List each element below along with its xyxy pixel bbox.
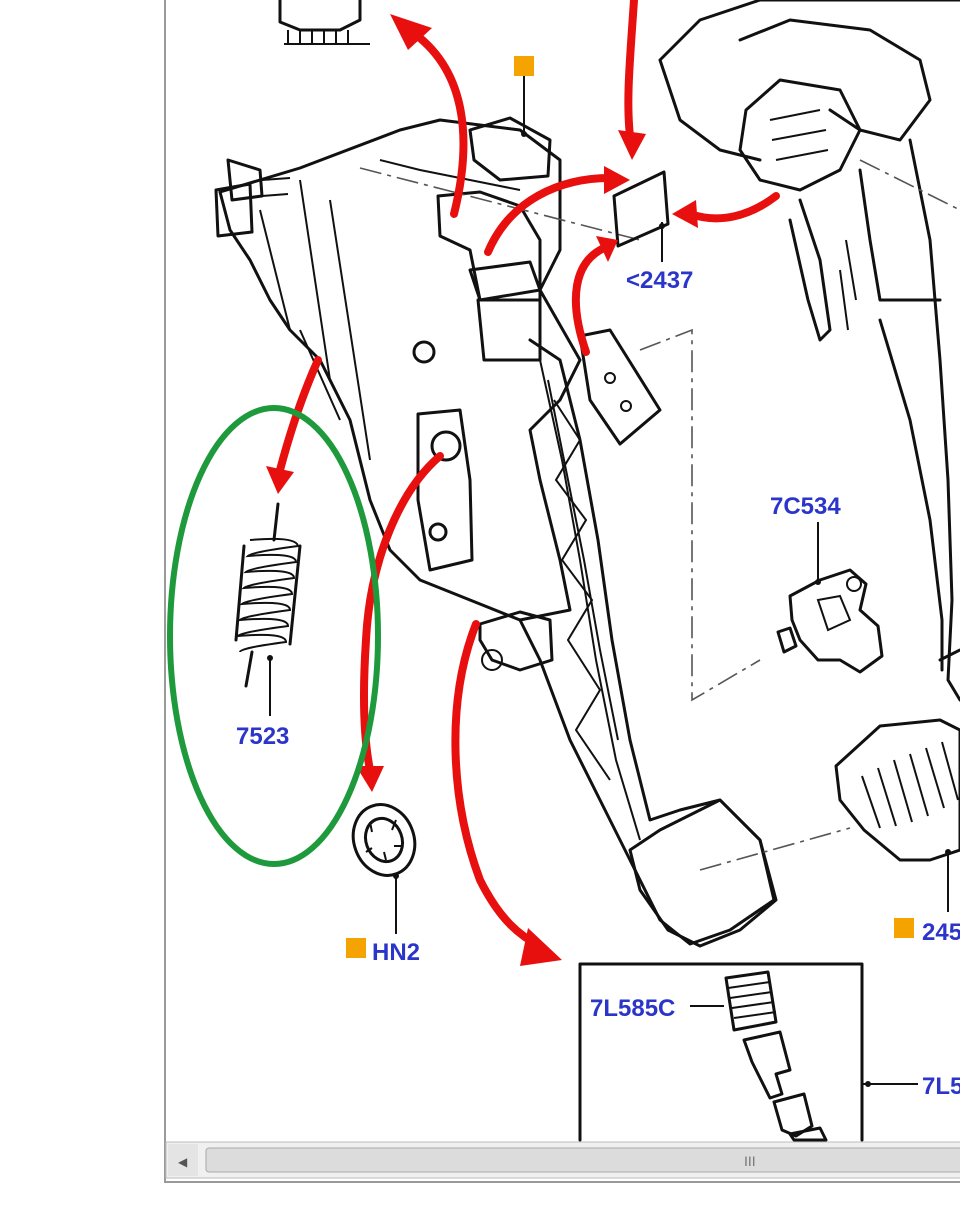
scrollbar-thumb[interactable] [205, 1147, 960, 1173]
arrow-to-reference [484, 174, 614, 256]
arrow-to-connector [416, 34, 468, 218]
inset-box [578, 962, 918, 1142]
arrow-from-plate [571, 244, 608, 356]
label-7523: 7523 [236, 723, 289, 750]
scroll-left-button[interactable] [168, 1144, 198, 1176]
label-7l585c: 7L585C [590, 995, 675, 1022]
scroll-left-arrow-icon: ◀ [178, 1155, 188, 1169]
nut-hn2 [351, 803, 417, 934]
return-spring-7523 [234, 502, 302, 716]
highlight-ellipse [167, 405, 381, 867]
marker-top [514, 56, 534, 76]
connector-top [278, 0, 370, 45]
label-hn2: HN2 [372, 939, 420, 966]
brake-switch-7c534 [776, 522, 884, 674]
inset-pushrod [742, 1030, 828, 1142]
marker-hn2 [346, 938, 366, 958]
viewer-frame [164, 0, 960, 1183]
arrow-down-top [624, 0, 638, 140]
switch-plate [578, 328, 761, 702]
marker-245 [894, 918, 914, 938]
brake-pedal-pad [834, 718, 960, 912]
clutch-pedal-arm [478, 338, 851, 948]
label-245: 245 [922, 919, 960, 946]
arrow-to-spring [276, 356, 322, 474]
scrollbar-grip-icon: III [744, 1153, 756, 1169]
label-7l5: 7L5 [922, 1073, 960, 1100]
label-7c534: 7C534 [770, 493, 841, 520]
reference-bracket [612, 170, 670, 262]
arrow-to-inset [451, 620, 544, 950]
arrow-from-brake [686, 192, 780, 223]
red-arrows [266, 0, 780, 966]
label-2437: <2437 [626, 267, 693, 294]
horizontal-scrollbar[interactable]: ◀ III [165, 1141, 960, 1179]
brake-pedal-assembly [658, 0, 960, 702]
inset-spring [724, 970, 778, 1032]
